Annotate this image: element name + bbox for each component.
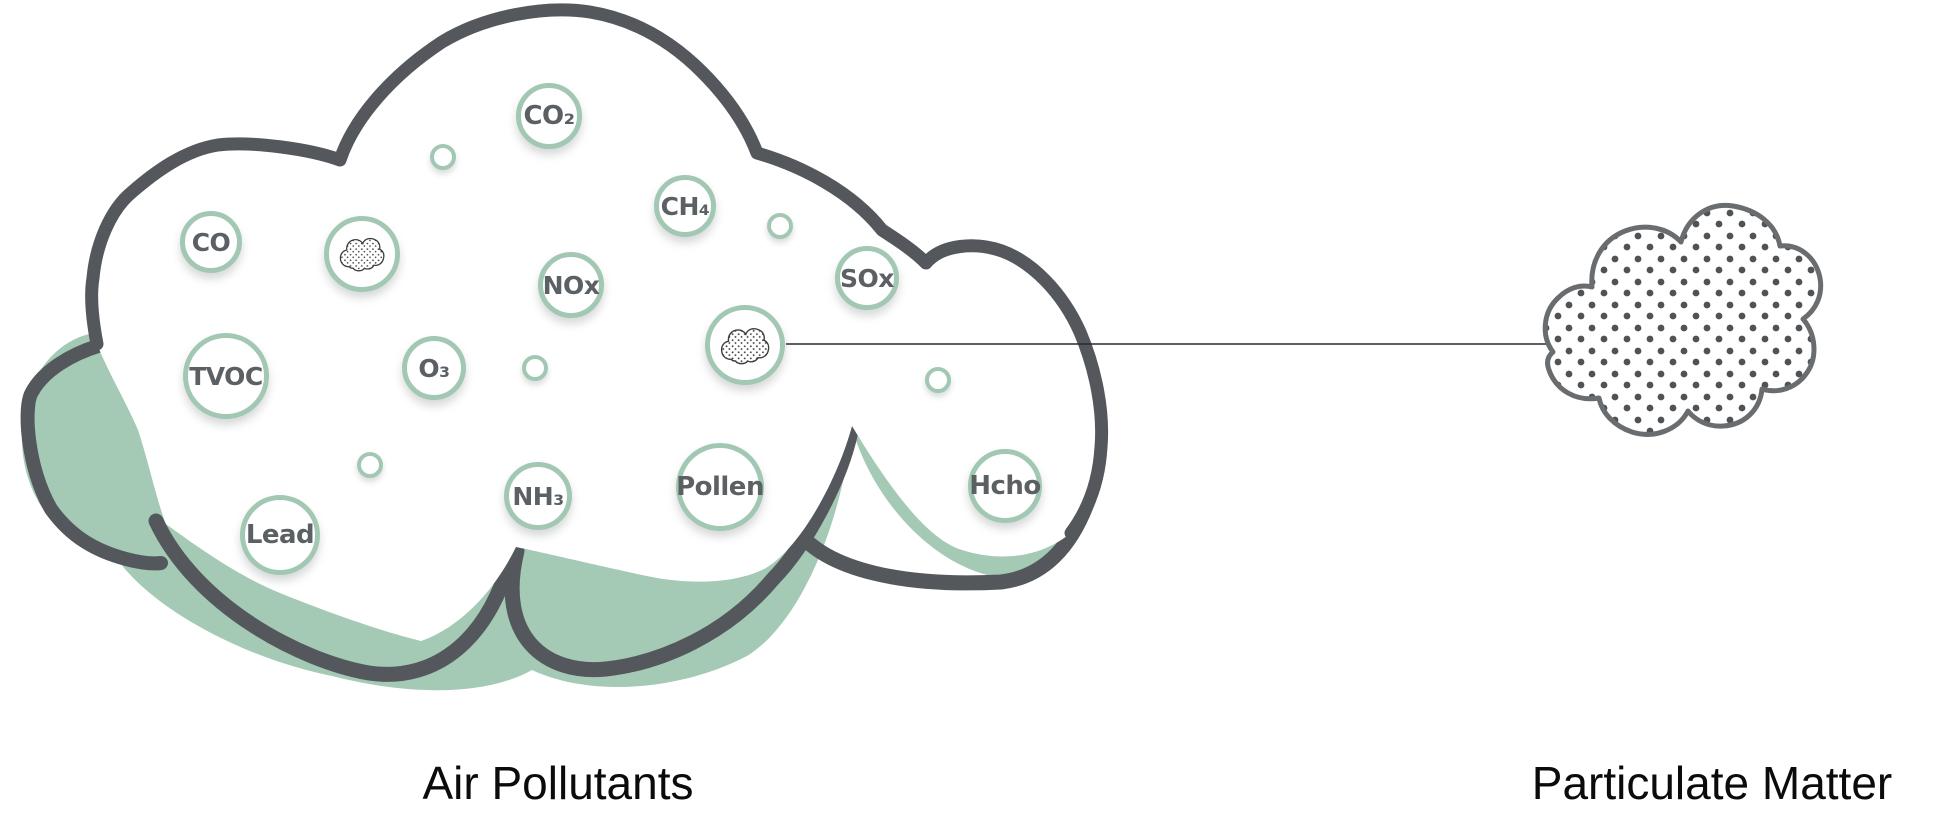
bubble-particle-2 [705,305,785,385]
bubble-co2-label: CO₂ [523,101,575,131]
big-cloud-outline [85,3,1109,540]
bubble-sox-label: SOx [840,263,894,293]
pm-cloud-icon [339,237,385,272]
bubble-ch4-label: CH₄ [660,191,710,221]
particulate-cloud [1542,202,1824,437]
bubble-nox: NOx [538,252,604,318]
bubble-nh3: NH₃ [504,462,572,530]
bubble-hcho: Hcho [968,449,1042,523]
bubble-empty-2 [767,213,793,239]
bubble-empty-4 [925,367,951,393]
bubble-o3-label: O₃ [418,353,450,383]
pm-cloud-icon [720,327,770,364]
bubble-empty-5 [357,452,383,478]
bubble-nox-label: NOx [542,270,600,300]
scallop-stroke-1 [148,513,520,682]
bubble-pollen: Pollen [676,443,764,531]
bubble-empty-3 [522,355,548,381]
left-cloud-title: Air Pollutants [422,757,694,809]
right-cloud-title: Particulate Matter [1531,757,1893,809]
bubble-pollen-label: Pollen [676,472,764,502]
scallop-stroke-left-puff [20,339,168,571]
bubble-co-label: CO [191,227,231,257]
bubble-lead: Lead [240,495,320,575]
bubble-empty-1 [430,144,456,170]
scallop-strokes [20,339,1097,682]
bubble-particle-1 [324,216,400,292]
bubble-nh3-label: NH₃ [512,481,564,511]
bubble-tvoc-label: TVOC [189,361,263,391]
bubble-tvoc: TVOC [183,333,269,419]
bubble-ch4: CH₄ [654,175,716,237]
bubble-co: CO [180,211,242,273]
bubble-lead-label: Lead [245,520,315,550]
bubble-hcho-label: Hcho [969,471,1041,501]
scallop-stroke-3 [788,490,1097,591]
bubble-o3: O₃ [402,336,466,400]
scallop-stroke-2 [504,423,859,678]
big-cloud-body [91,9,1102,641]
bubble-co2: CO₂ [516,83,582,149]
particulate-cloud-dots [1545,205,1821,435]
particulate-cloud-outline [1542,202,1824,437]
bubble-sox: SOx [835,246,899,310]
